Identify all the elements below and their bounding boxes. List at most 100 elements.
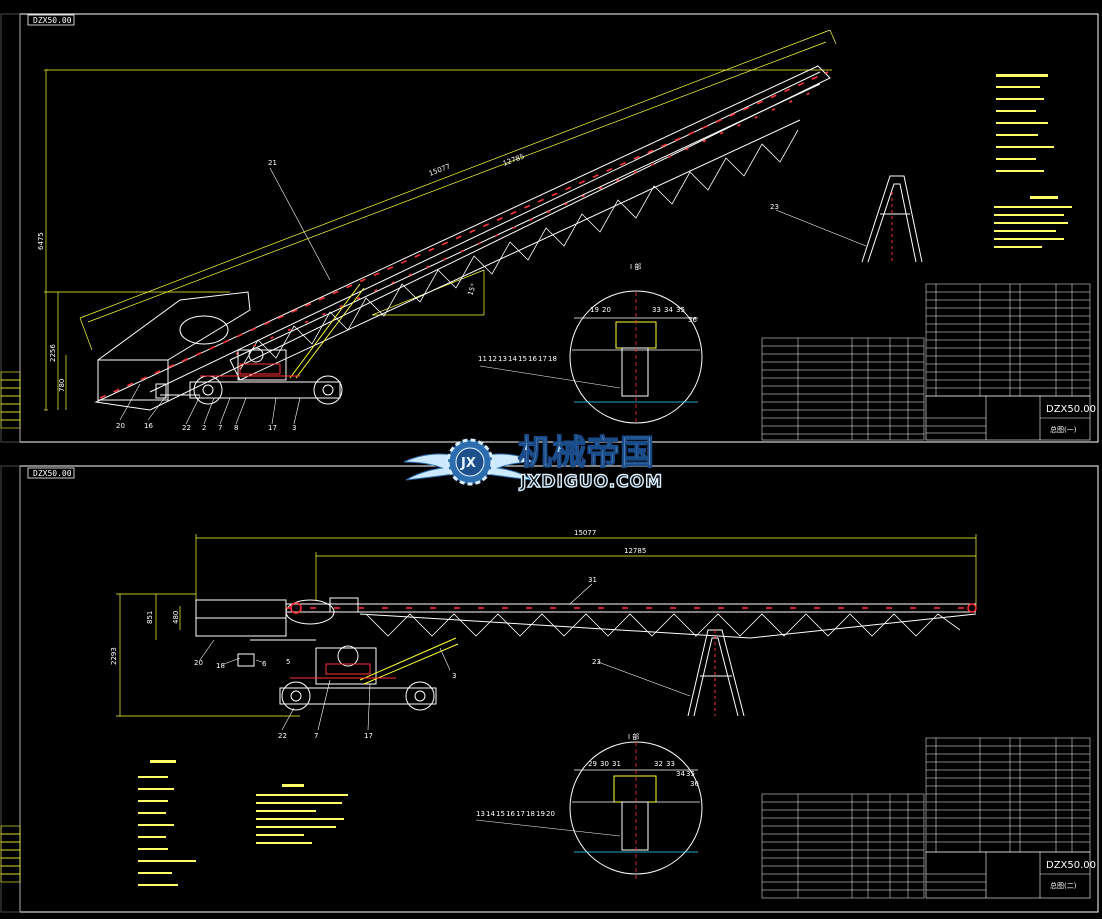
top-dim-base-height: 2256 — [49, 344, 57, 362]
svg-text:14: 14 — [508, 355, 517, 363]
top-part-label: 2 — [202, 424, 206, 432]
svg-text:14: 14 — [486, 810, 495, 818]
svg-text:33: 33 — [666, 760, 675, 768]
wing-left-icon — [403, 453, 459, 481]
top-dimension-lines — [44, 29, 837, 411]
bottom-dimension-lines — [116, 534, 977, 717]
bottom-sheet-tag: DZX50.00 — [33, 469, 72, 478]
top-part-label: 16 — [144, 422, 153, 430]
bottom-parts-list-left — [761, 793, 925, 899]
top-dim-height: 6475 — [37, 232, 45, 250]
bottom-detail-title: I 部 — [628, 732, 639, 741]
bottom-dim-head-small: 480 — [172, 611, 180, 624]
svg-text:11: 11 — [478, 355, 487, 363]
bottom-notes-left — [138, 760, 196, 886]
top-undercarriage — [189, 283, 365, 405]
top-part-label: 22 — [182, 424, 191, 432]
top-title-name: 总图(一) — [1050, 425, 1077, 434]
bottom-part-label: 20 — [194, 659, 203, 667]
bottom-part-label: 23 — [592, 658, 601, 666]
svg-text:13: 13 — [498, 355, 507, 363]
top-part-label: 23 — [770, 203, 779, 211]
top-dim-base-small: 780 — [58, 379, 66, 392]
bottom-title-code: DZX50.00 — [1046, 860, 1096, 871]
top-notes-block — [994, 74, 1072, 248]
bottom-title-block — [925, 851, 1091, 899]
top-belt-idlers — [99, 71, 829, 399]
bottom-dim-inner-length: 12785 — [624, 547, 646, 555]
bottom-notes-right — [256, 784, 348, 844]
svg-text:13: 13 — [476, 810, 485, 818]
svg-text:18: 18 — [548, 355, 557, 363]
svg-text:30: 30 — [600, 760, 609, 768]
svg-text:15: 15 — [518, 355, 527, 363]
watermark-en-text: JXDIGUO.COM — [519, 472, 663, 492]
svg-text:34: 34 — [664, 306, 673, 314]
watermark-badge: JX — [460, 456, 476, 471]
top-support-stand — [861, 175, 923, 263]
svg-text:35: 35 — [676, 306, 685, 314]
bottom-part-label: 6 — [262, 660, 267, 668]
svg-text:36: 36 — [688, 316, 697, 324]
bottom-dim-overall-length: 15077 — [574, 529, 596, 537]
top-sheet: DZX50.00 15077 12785 6475 2256 — [0, 13, 1099, 443]
svg-text:15: 15 — [496, 810, 505, 818]
svg-text:18: 18 — [526, 810, 535, 818]
svg-text:35: 35 — [686, 770, 695, 778]
bottom-part-label: 3 — [452, 672, 456, 680]
top-parts-list-right — [925, 283, 1091, 397]
top-part-label: 8 — [234, 424, 238, 432]
svg-text:31: 31 — [612, 760, 621, 768]
top-part-label: 17 — [268, 424, 277, 432]
bottom-sheet: DZX50.00 15077 12785 2293 851 480 — [0, 465, 1099, 913]
svg-text:17: 17 — [516, 810, 525, 818]
top-detail-view — [479, 290, 703, 424]
svg-text:19: 19 — [536, 810, 545, 818]
bottom-dim-head-height: 851 — [146, 611, 154, 624]
svg-text:19: 19 — [590, 306, 599, 314]
bottom-sheet-tag-box — [27, 467, 75, 479]
bottom-mechanism-red — [290, 663, 396, 679]
top-parts-list-left — [761, 337, 925, 441]
top-part-label: 20 — [116, 422, 125, 430]
top-sheet-tag: DZX50.00 — [33, 16, 72, 25]
top-part-label: 3 — [292, 424, 296, 432]
top-part-label: 7 — [218, 424, 222, 432]
bottom-part-label: 22 — [278, 732, 287, 740]
svg-text:20: 20 — [602, 306, 611, 314]
watermark-cn-text: 机械帝国 — [518, 433, 654, 473]
top-title-code: DZX50.00 — [1046, 404, 1096, 415]
svg-text:34: 34 — [676, 770, 685, 778]
top-tail-frame — [97, 291, 251, 401]
svg-text:33: 33 — [652, 306, 661, 314]
top-detail-labels: 11 12 13 14 15 16 17 18 19 20 33 34 35 3… — [478, 306, 697, 363]
watermark-logo: JX 机械帝国 JXDIGUO.COM — [403, 432, 663, 493]
svg-text:16: 16 — [506, 810, 515, 818]
bottom-part-label: 31 — [588, 576, 597, 584]
top-angle-mark: 15° — [466, 282, 478, 296]
svg-text:17: 17 — [538, 355, 547, 363]
bottom-belt-idlers — [286, 602, 977, 614]
bottom-undercarriage — [237, 637, 459, 711]
bottom-part-label: 17 — [364, 732, 373, 740]
bottom-leaders — [199, 583, 691, 731]
top-inclined-truss — [94, 65, 831, 411]
bottom-part-label: 18 — [216, 662, 225, 670]
svg-text:29: 29 — [588, 760, 597, 768]
bottom-detail-view — [475, 741, 703, 880]
svg-text:36: 36 — [690, 780, 699, 788]
top-mechanism-red — [200, 363, 300, 377]
top-sheet-tag-box — [27, 14, 75, 26]
bottom-part-label: 5 — [286, 658, 290, 666]
top-title-block — [925, 395, 1091, 441]
bottom-title-name: 总图(二) — [1050, 881, 1077, 890]
svg-text:20: 20 — [546, 810, 555, 818]
svg-text:12: 12 — [488, 355, 497, 363]
bottom-horizontal-truss — [195, 597, 977, 639]
bottom-part-label: 7 — [314, 732, 318, 740]
top-leaders — [119, 167, 867, 425]
svg-text:16: 16 — [528, 355, 537, 363]
bottom-detail-labels: 13 14 15 16 17 18 19 20 29 30 31 32 33 3… — [476, 760, 699, 818]
bottom-dim-height: 2293 — [110, 647, 118, 665]
